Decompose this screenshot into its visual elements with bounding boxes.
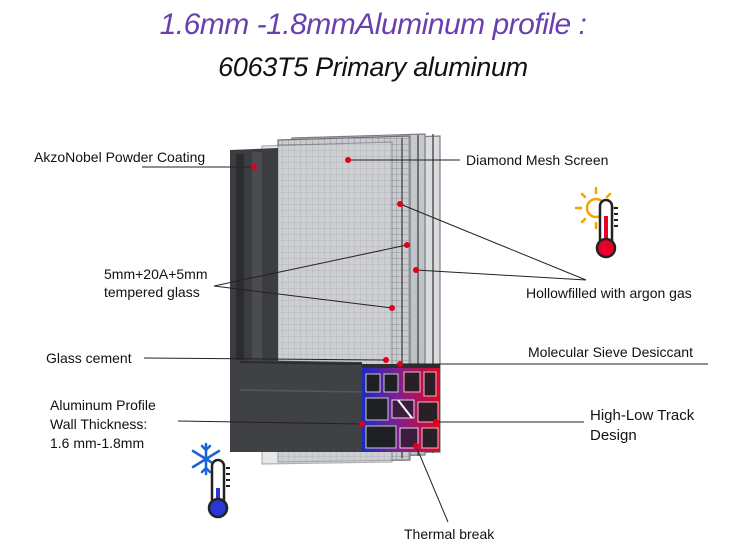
leader-lines bbox=[142, 159, 708, 523]
label-desiccant: Molecular Sieve Desiccant bbox=[528, 344, 693, 360]
sun-thermometer-icon bbox=[574, 186, 618, 259]
title-line-1: 1.6mm -1.8mmAluminum profile : bbox=[159, 8, 587, 41]
leader-argon-b bbox=[415, 269, 587, 281]
label-glass-line2: tempered glass bbox=[104, 284, 200, 300]
dot-wall-thickness bbox=[359, 421, 365, 427]
dot-mesh-screen bbox=[345, 157, 351, 163]
thermal-break-section bbox=[362, 368, 440, 452]
label-glass-line1: 5mm+20A+5mm bbox=[104, 266, 208, 282]
label-wall-line1: Aluminum Profile bbox=[50, 397, 156, 413]
label-track-line1: High-Low Track bbox=[590, 407, 695, 424]
label-glass-cement: Glass cement bbox=[46, 350, 132, 366]
leader-wall-thickness bbox=[177, 420, 363, 425]
leader-argon-a bbox=[399, 203, 587, 281]
pointer-dots bbox=[251, 157, 439, 449]
label-mesh-screen: Diamond Mesh Screen bbox=[466, 152, 609, 168]
dot-thermal-break bbox=[413, 443, 419, 449]
label-track-line2: Design bbox=[590, 427, 637, 444]
leader-thermal-break bbox=[415, 445, 449, 523]
dot-argon-b bbox=[413, 267, 419, 273]
title-line-2: 6063T5 Primary aluminum bbox=[218, 52, 528, 82]
label-powder-coating: AkzoNobel Powder Coating bbox=[34, 149, 206, 165]
snowflake-thermometer-icon bbox=[191, 442, 230, 519]
label-wall-line2: Wall Thickness: bbox=[50, 416, 148, 432]
dot-argon-a bbox=[397, 201, 403, 207]
label-argon: Hollowfilled with argon gas bbox=[526, 285, 692, 301]
dot-glass-a bbox=[404, 242, 410, 248]
dot-powder-coating bbox=[251, 164, 257, 170]
leader-glass-a bbox=[213, 244, 408, 287]
label-thermal-break: Thermal break bbox=[404, 526, 495, 542]
dot-track bbox=[433, 419, 439, 425]
dot-glass-b bbox=[389, 305, 395, 311]
dot-glass-cement bbox=[383, 357, 389, 363]
leader-glass-b bbox=[213, 285, 393, 309]
leader-glass-cement bbox=[143, 357, 387, 361]
label-wall-line3: 1.6 mm-1.8mm bbox=[50, 435, 145, 451]
dot-desiccant bbox=[397, 361, 403, 367]
